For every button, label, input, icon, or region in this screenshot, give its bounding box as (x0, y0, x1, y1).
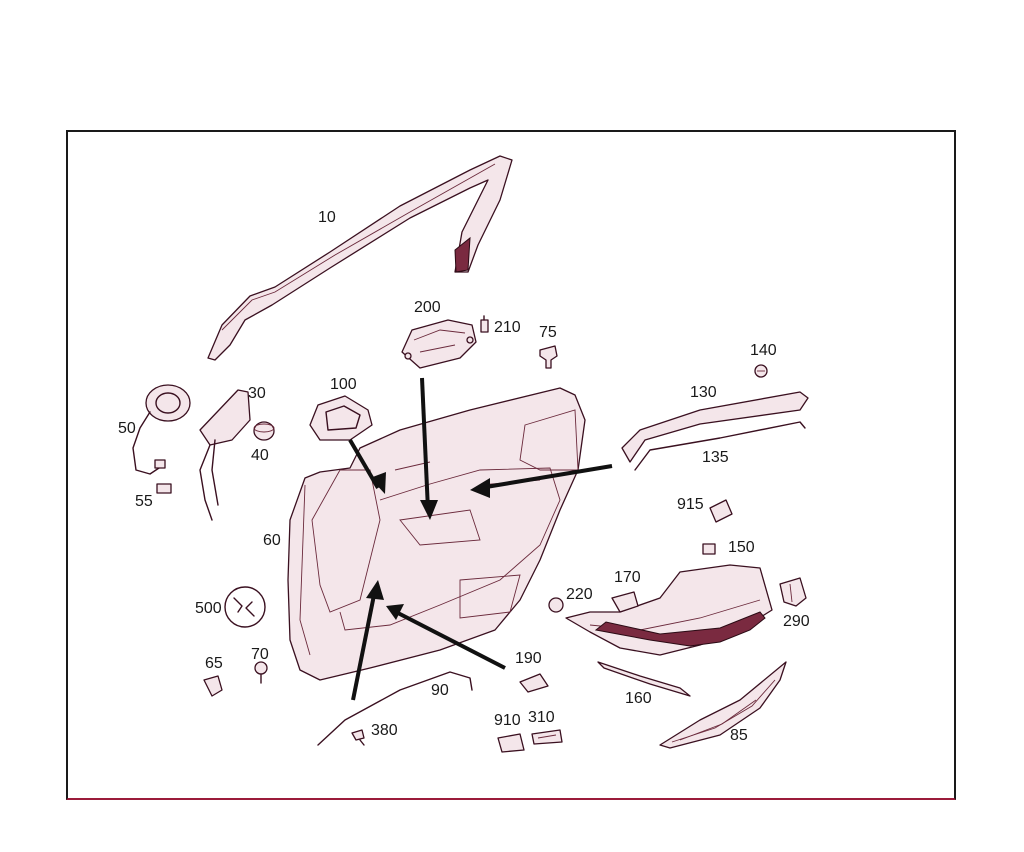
part-switch-310 (531, 729, 563, 745)
callout-40: 40 (251, 447, 269, 464)
callout-160: 160 (625, 690, 652, 707)
callout-85: 85 (730, 727, 748, 744)
part-label-910 (497, 733, 525, 753)
callout-220: 220 (566, 586, 593, 603)
callout-70: 70 (251, 646, 269, 663)
part-clip-75 (539, 345, 558, 369)
part-window-frame-trim (207, 155, 513, 361)
callout-190: 190 (515, 650, 542, 667)
part-mirror-cover (199, 389, 251, 521)
part-cable-90 (317, 671, 473, 746)
callout-915: 915 (677, 496, 704, 513)
callout-910: 910 (494, 712, 521, 729)
callout-30: 30 (248, 385, 266, 402)
part-label-915 (709, 499, 733, 523)
callout-500: 500 (195, 600, 222, 617)
part-speaker-cover (132, 384, 191, 494)
part-inner-handle-housing (401, 319, 477, 369)
part-plug-40 (253, 421, 275, 441)
callout-100: 100 (330, 376, 357, 393)
callout-50: 50 (118, 420, 136, 437)
callout-380: 380 (371, 722, 398, 739)
part-screw-380 (351, 729, 365, 746)
callout-200: 200 (414, 299, 441, 316)
part-trim-strip-160 (597, 661, 691, 697)
callout-60: 60 (263, 532, 281, 549)
part-connector-150 (702, 543, 716, 555)
callout-140: 140 (750, 342, 777, 359)
callout-170: 170 (614, 569, 641, 586)
part-cap-140 (754, 364, 768, 378)
callout-65: 65 (205, 655, 223, 672)
part-clip-170 (611, 591, 639, 613)
part-bracket-290 (779, 577, 807, 607)
callout-90: 90 (431, 682, 449, 699)
callout-290: 290 (783, 613, 810, 630)
part-screw-70 (254, 661, 268, 684)
assembly-arrows (348, 377, 613, 701)
callout-310: 310 (528, 709, 555, 726)
part-trim-ring-100 (309, 395, 373, 441)
diagram-frame (66, 130, 956, 800)
callout-210: 210 (494, 319, 521, 336)
part-clip-190 (519, 673, 549, 693)
part-window-sill-trim (621, 391, 809, 471)
part-armrest-carrier (565, 564, 773, 656)
callout-135: 135 (702, 449, 729, 466)
part-speaker-grille-85 (659, 661, 787, 749)
callout-55: 55 (135, 493, 153, 510)
callout-10: 10 (318, 209, 336, 226)
callout-75: 75 (539, 324, 557, 341)
callout-130: 130 (690, 384, 717, 401)
part-fastener-65 (203, 675, 223, 697)
part-plug-220 (548, 597, 564, 613)
part-bolt-210 (480, 315, 489, 333)
part-wrench-symbol (224, 586, 266, 628)
callout-150: 150 (728, 539, 755, 556)
